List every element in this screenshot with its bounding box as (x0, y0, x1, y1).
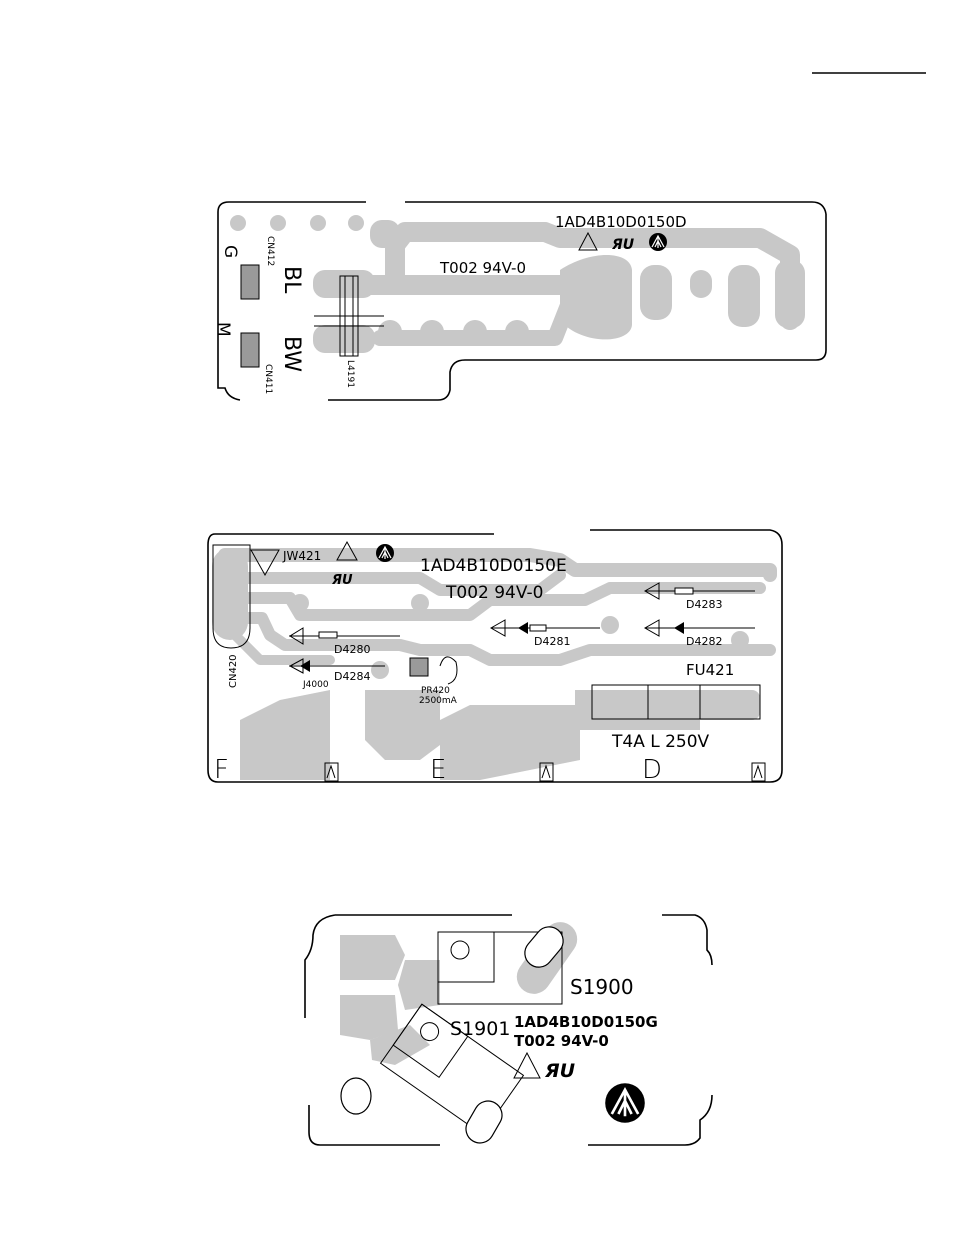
cn412-label: CN412 (265, 236, 275, 266)
cn411-connector (241, 333, 259, 367)
pr420-rating-label: 2500mA (419, 696, 458, 706)
s1900-switch (438, 921, 569, 1004)
pr420-component (410, 658, 428, 676)
board-2: JW421 ЯU 1AD4B10D0150E T002 94V-0 D4283 … (208, 530, 782, 785)
board-2-part-number: 1AD4B10D0150E (420, 556, 567, 576)
manufacturer-logo-icon (605, 1083, 645, 1123)
d4280-label: D4280 (334, 643, 370, 656)
d4284-label: D4284 (334, 670, 370, 683)
d4283-label: D4283 (686, 598, 722, 611)
bl-label: BL (279, 266, 304, 294)
board-1-rating: T002 94V-0 (439, 259, 526, 277)
board-1-edge-letter-m: M (213, 322, 233, 337)
d4281-label: D4281 (534, 635, 570, 648)
fuse-rating-label: T4A L 250V (611, 732, 710, 752)
board-1-copper (230, 215, 805, 353)
board-3-part-number: 1AD4B10D0150G (514, 1013, 658, 1031)
ur-mark-icon: ЯU (611, 237, 635, 253)
s1901-slot (461, 1096, 507, 1148)
board-1-part-number: 1AD4B10D0150D (555, 213, 687, 231)
s1901-pad (341, 1078, 371, 1114)
manufacturer-logo-icon (649, 233, 667, 251)
board-2-edge-letter-d: D (642, 755, 662, 785)
cn412-connector (241, 265, 259, 299)
d4281-diode (491, 620, 600, 636)
jw421-label: JW421 (282, 549, 321, 563)
warning-triangle-icon (514, 1053, 540, 1078)
board-2-edge-letter-f: F (214, 755, 229, 785)
d4282-label: D4282 (686, 635, 722, 648)
manufacturer-logo-icon (376, 544, 394, 562)
board-2-edge-letter-e: E (430, 755, 446, 785)
fu421-label: FU421 (686, 661, 734, 679)
ur-mark-icon: ЯU (331, 573, 353, 588)
board-1: G M CN412 CN411 BL BW L4191 1AD4B10D0150… (213, 202, 826, 400)
board-3-rating: T002 94V-0 (514, 1032, 609, 1050)
cn411-label: CN411 (263, 364, 273, 394)
s1901-label: S1901 (450, 1018, 510, 1040)
pr420-label: PR420 (421, 686, 450, 696)
cn420-label: CN420 (228, 654, 239, 688)
j4000-label: J4000 (302, 680, 329, 690)
board-2-rating: T002 94V-0 (445, 583, 543, 603)
ur-mark-icon: ЯU (544, 1060, 576, 1082)
pr420-trace (440, 657, 457, 684)
bw-label: BW (279, 336, 304, 372)
l4191-label: L4191 (345, 360, 355, 388)
s1900-label: S1900 (570, 975, 634, 999)
board-1-edge-letter-g: G (220, 245, 240, 258)
board-3: S1900 S1901 1AD4B10D0150G T002 94V-0 ЯU (305, 915, 712, 1148)
